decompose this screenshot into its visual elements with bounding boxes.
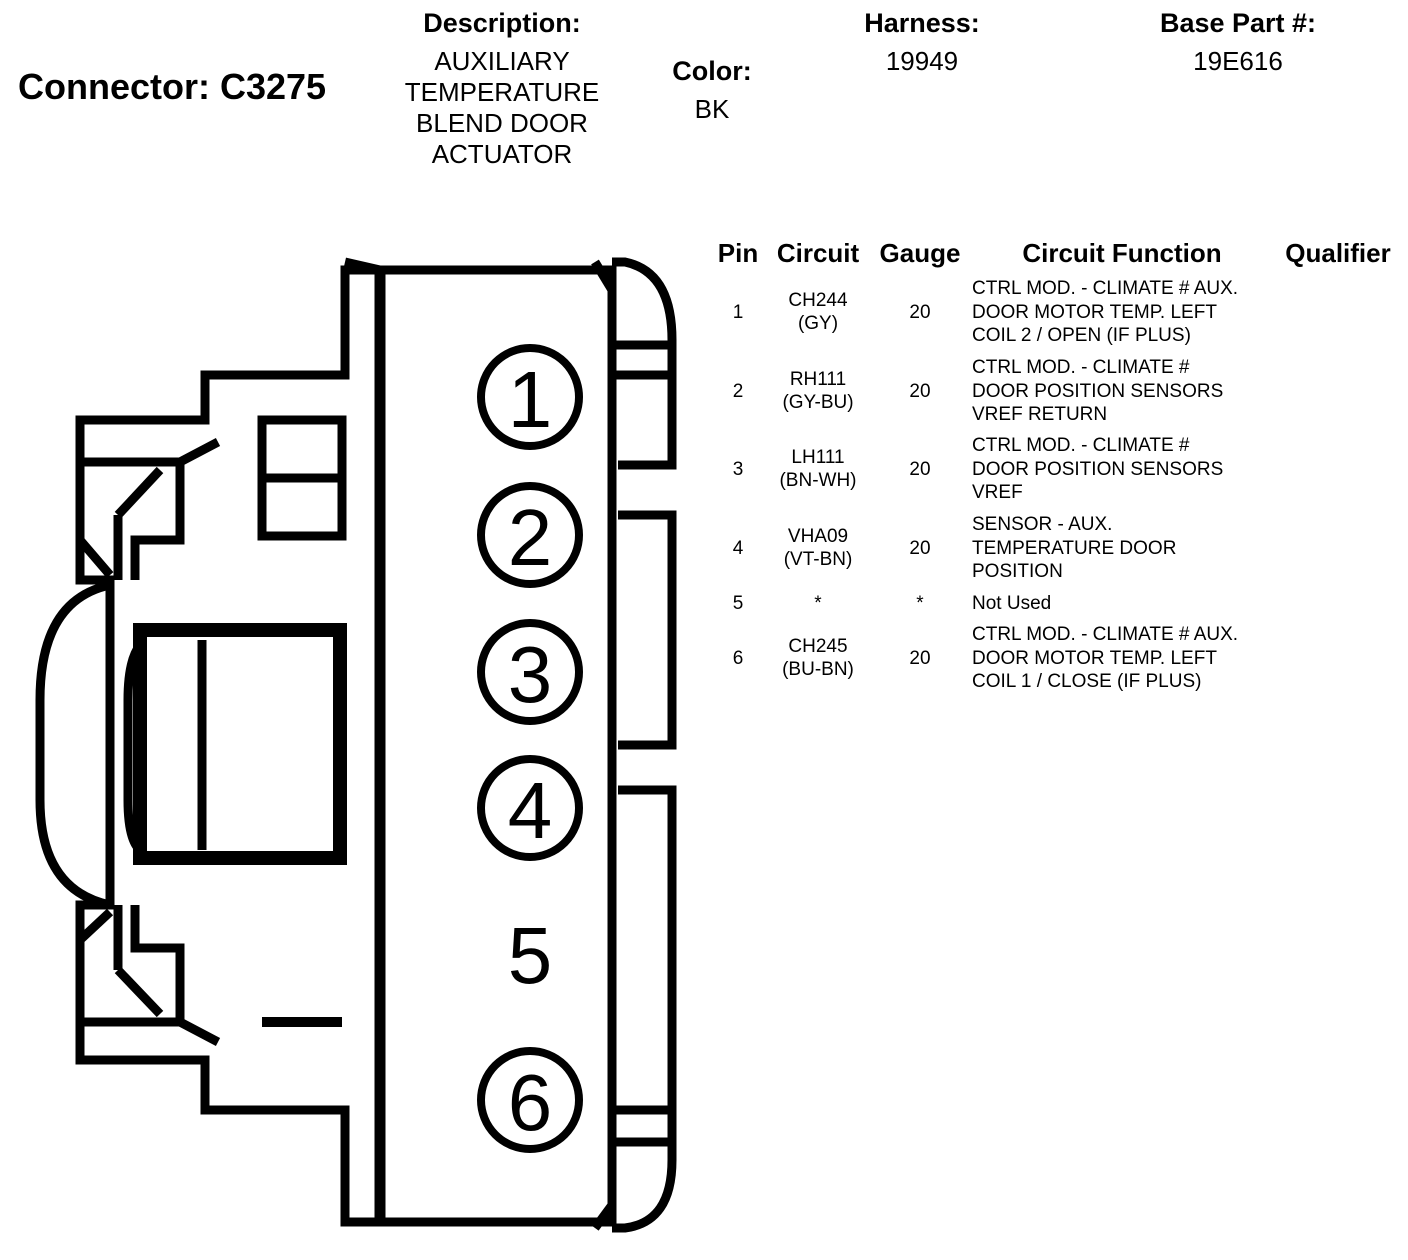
column-header-pin: Pin bbox=[717, 238, 759, 268]
pin-number: 4 bbox=[732, 538, 744, 559]
function-line: CTRL MOD. - CLIMATE # bbox=[972, 357, 1190, 378]
cavity-circle bbox=[477, 482, 583, 588]
description-line: TEMPERATURE bbox=[404, 77, 600, 107]
function-line: COIL 2 / OPEN (IF PLUS) bbox=[972, 325, 1191, 346]
circuit-color: (BU-BN) bbox=[782, 659, 854, 680]
gauge-cell: 20 bbox=[909, 381, 931, 402]
function-line: DOOR POSITION SENSORS bbox=[972, 380, 1224, 402]
color-label: Color: bbox=[672, 56, 752, 86]
column-header-qualifier: Qualifier bbox=[1285, 238, 1391, 268]
circuit-color: (VT-BN) bbox=[783, 549, 853, 570]
gauge-cell: 20 bbox=[909, 459, 931, 480]
function-line: COIL 1 / CLOSE (IF PLUS) bbox=[972, 671, 1202, 692]
harness-label: Harness: bbox=[864, 8, 980, 38]
gauge-cell: 20 bbox=[909, 538, 931, 559]
function-cell: Not Used bbox=[972, 592, 1302, 616]
pin-number: 5 bbox=[732, 593, 744, 614]
column-header-circuit-function: Circuit Function bbox=[1022, 238, 1222, 268]
function-line: DOOR MOTOR TEMP. LEFT bbox=[972, 647, 1217, 669]
cavity-number: 2 bbox=[508, 493, 553, 582]
harness-value: 19949 bbox=[885, 46, 959, 76]
circuit-cell: CH245 (BU-BN) bbox=[762, 635, 874, 681]
circuit-id: CH245 bbox=[788, 636, 848, 657]
gauge-cell: 20 bbox=[909, 648, 931, 669]
gauge-cell: 20 bbox=[909, 302, 931, 323]
function-cell: CTRL MOD. - CLIMATE # AUX. DOOR MOTOR TE… bbox=[972, 277, 1302, 348]
housing-outline bbox=[75, 265, 380, 1227]
function-cell: CTRL MOD. - CLIMATE # DOOR POSITION SENS… bbox=[972, 434, 1302, 505]
circuit-color: (BN-WH) bbox=[779, 470, 857, 491]
circuit-cell: CH244 (GY) bbox=[762, 289, 874, 335]
function-line: CTRL MOD. - CLIMATE # AUX. bbox=[972, 278, 1239, 299]
circuit-cell: LH111 (BN-WH) bbox=[762, 446, 874, 492]
function-line: VREF RETURN bbox=[972, 404, 1108, 425]
function-line: CTRL MOD. - CLIMATE # AUX. bbox=[972, 624, 1239, 645]
cavity-circle bbox=[477, 755, 583, 861]
pin-number: 3 bbox=[732, 459, 744, 480]
circuit-id: LH111 bbox=[791, 447, 845, 468]
right-latch bbox=[612, 257, 677, 470]
circuit-color: (GY) bbox=[797, 313, 839, 334]
function-cell: CTRL MOD. - CLIMATE # DOOR POSITION SENS… bbox=[972, 356, 1302, 427]
cavity-number: 4 bbox=[508, 766, 553, 855]
connector-title: Connector: C3275 bbox=[18, 66, 327, 107]
circuit-cell: RH111 (GY-BU) bbox=[762, 368, 874, 414]
pin-number: 2 bbox=[732, 381, 744, 402]
circuit-id: * bbox=[814, 593, 822, 614]
pin-number: 1 bbox=[732, 302, 744, 323]
function-line: CTRL MOD. - CLIMATE # bbox=[972, 435, 1190, 456]
circuit-cell: * bbox=[762, 592, 874, 615]
base-part-value: 19E616 bbox=[1193, 46, 1283, 76]
function-line: DOOR MOTOR TEMP. LEFT bbox=[972, 301, 1217, 323]
circuit-color: (GY-BU) bbox=[782, 392, 854, 413]
gauge-cell: * bbox=[916, 593, 924, 614]
description-line: ACTUATOR bbox=[431, 139, 573, 169]
column-header-gauge: Gauge bbox=[879, 238, 961, 268]
function-line: VREF bbox=[972, 482, 1023, 503]
function-cell: CTRL MOD. - CLIMATE # AUX. DOOR MOTOR TE… bbox=[972, 623, 1302, 694]
color-value: BK bbox=[694, 94, 730, 124]
cavity-circle bbox=[477, 344, 583, 450]
cavity-circle bbox=[477, 1047, 583, 1153]
function-cell: SENSOR - AUX. TEMPERATURE DOOR POSITION bbox=[972, 513, 1302, 584]
cavity-number: 3 bbox=[508, 630, 553, 719]
function-line: Not Used bbox=[972, 593, 1052, 614]
connector-face-diagram: 1 2 3 4 5 6 bbox=[35, 257, 677, 1233]
function-line: SENSOR - AUX. bbox=[972, 514, 1113, 535]
circuit-id: CH244 bbox=[788, 290, 848, 311]
function-line: TEMPERATURE DOOR bbox=[972, 537, 1177, 559]
circuit-cell: VHA09 (VT-BN) bbox=[762, 525, 874, 571]
cavity-circle bbox=[477, 619, 583, 725]
description-line: BLEND DOOR bbox=[416, 108, 588, 138]
circuit-id: VHA09 bbox=[787, 526, 849, 547]
column-header-circuit: Circuit bbox=[776, 238, 860, 268]
cavity-number: 1 bbox=[508, 355, 553, 444]
base-part-label: Base Part #: bbox=[1159, 8, 1317, 38]
description-value: AUXILIARY TEMPERATURE BLEND DOOR ACTUATO… bbox=[382, 46, 622, 170]
description-line: AUXILIARY bbox=[434, 46, 570, 76]
description-label: Description: bbox=[423, 8, 581, 38]
cavity-number: 5 bbox=[508, 911, 553, 1000]
function-line: POSITION bbox=[972, 561, 1063, 582]
cavity-number: 6 bbox=[508, 1058, 553, 1147]
circuit-id: RH111 bbox=[789, 369, 847, 390]
pin-number: 6 bbox=[732, 648, 744, 669]
left-clip bbox=[35, 580, 112, 910]
function-line: DOOR POSITION SENSORS bbox=[972, 458, 1224, 480]
